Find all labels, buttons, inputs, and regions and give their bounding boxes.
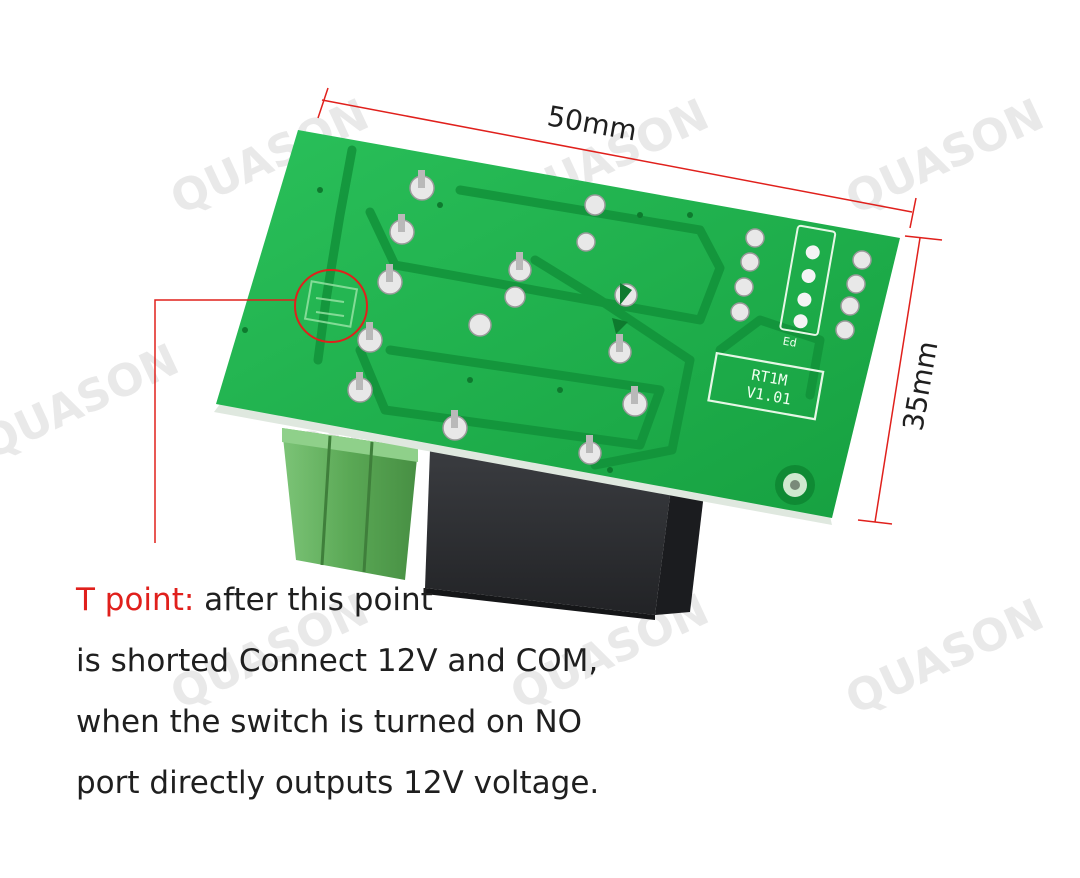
- caption-highlight: T point:: [76, 582, 195, 618]
- width-dimension: [317, 87, 917, 229]
- caption-line-1-text: after this point: [194, 582, 433, 618]
- caption: T point: after this point is shorted Con…: [76, 570, 716, 814]
- caption-line-2: is shorted Connect 12V and COM,: [76, 643, 599, 679]
- height-label: 35mm: [896, 339, 944, 434]
- t-point-annotation: [154, 269, 368, 543]
- height-dimension: [857, 235, 943, 525]
- board-marking-model: RT1M: [750, 366, 789, 390]
- screw-terminal: [282, 428, 418, 580]
- solder-joints: [347, 170, 872, 465]
- board-marking-ed: Ed: [782, 335, 798, 350]
- caption-line-4: port directly outputs 12V voltage.: [76, 765, 600, 801]
- caption-line-3: when the switch is turned on NO: [76, 704, 583, 740]
- pcb-edge: [214, 404, 832, 525]
- watermark-4: QUASON: [0, 334, 187, 470]
- caption-line-1: T point: after this point: [76, 570, 716, 631]
- pcb-board: RT1M V1.01 RT1M Ed: [216, 130, 900, 518]
- watermark-9: QUASON: [838, 589, 1051, 725]
- relay: [425, 450, 705, 620]
